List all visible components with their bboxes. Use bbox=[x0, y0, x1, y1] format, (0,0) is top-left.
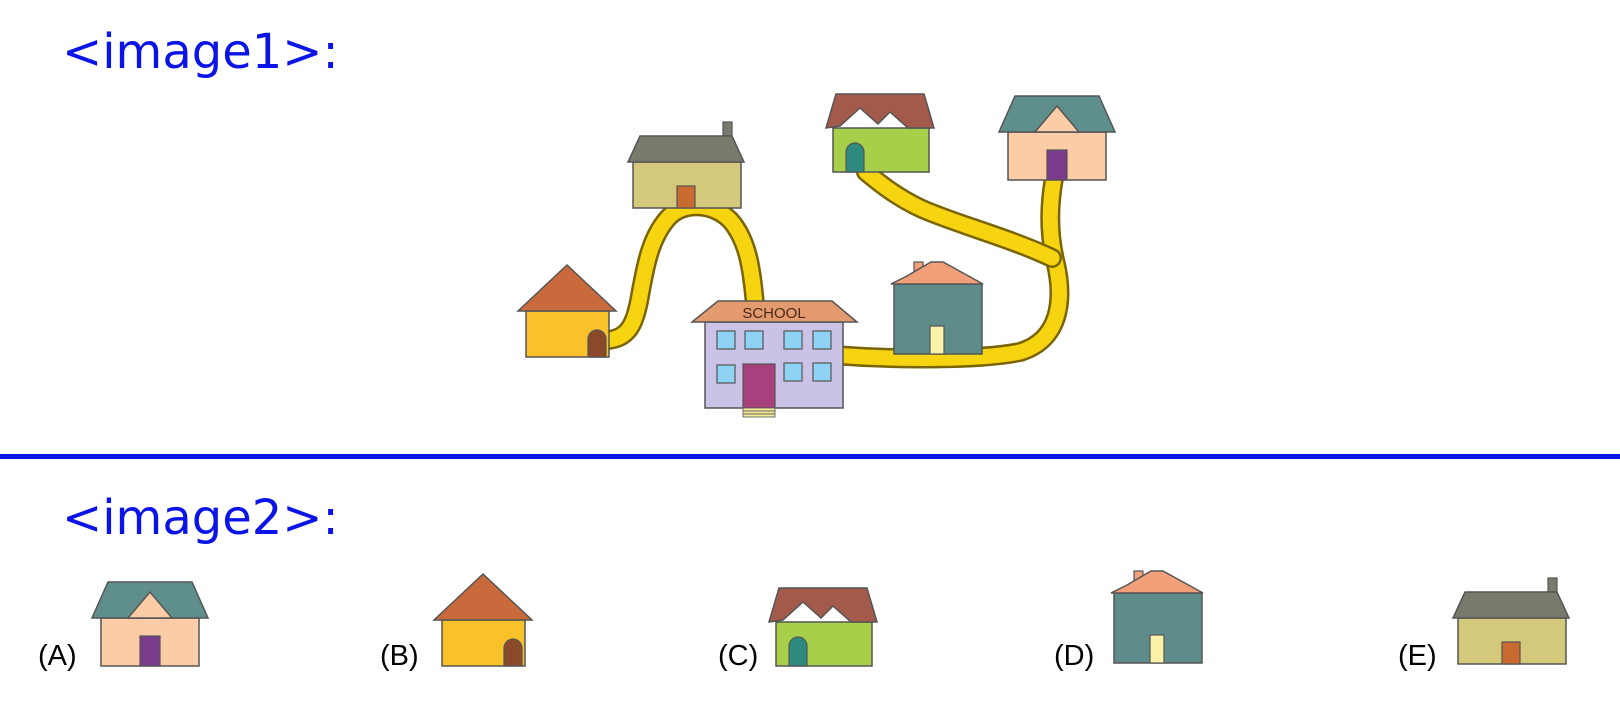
panel-label-image1: <image1>: bbox=[62, 24, 339, 80]
school-sign: SCHOOL bbox=[742, 305, 805, 322]
option-c-label[interactable]: (C) bbox=[718, 640, 759, 672]
map-house-green bbox=[825, 93, 935, 173]
option-c-house bbox=[768, 587, 878, 667]
roads bbox=[598, 162, 1070, 369]
option-e-house bbox=[1452, 577, 1570, 665]
section-separator bbox=[0, 454, 1620, 459]
panel-label-image2: <image2>: bbox=[62, 490, 339, 546]
map-house-peach bbox=[998, 95, 1116, 181]
option-e-label[interactable]: (E) bbox=[1398, 640, 1437, 672]
school-building: SCHOOL bbox=[689, 300, 860, 418]
option-b-house bbox=[433, 573, 533, 667]
map-house-yellow bbox=[517, 264, 617, 358]
map-house-khaki bbox=[627, 121, 745, 209]
map-house-teal bbox=[890, 261, 984, 355]
option-b-label[interactable]: (B) bbox=[380, 640, 419, 672]
option-a-house bbox=[91, 581, 209, 667]
option-a-label[interactable]: (A) bbox=[38, 640, 77, 672]
option-d-house bbox=[1110, 570, 1204, 664]
option-d-label[interactable]: (D) bbox=[1054, 640, 1095, 672]
